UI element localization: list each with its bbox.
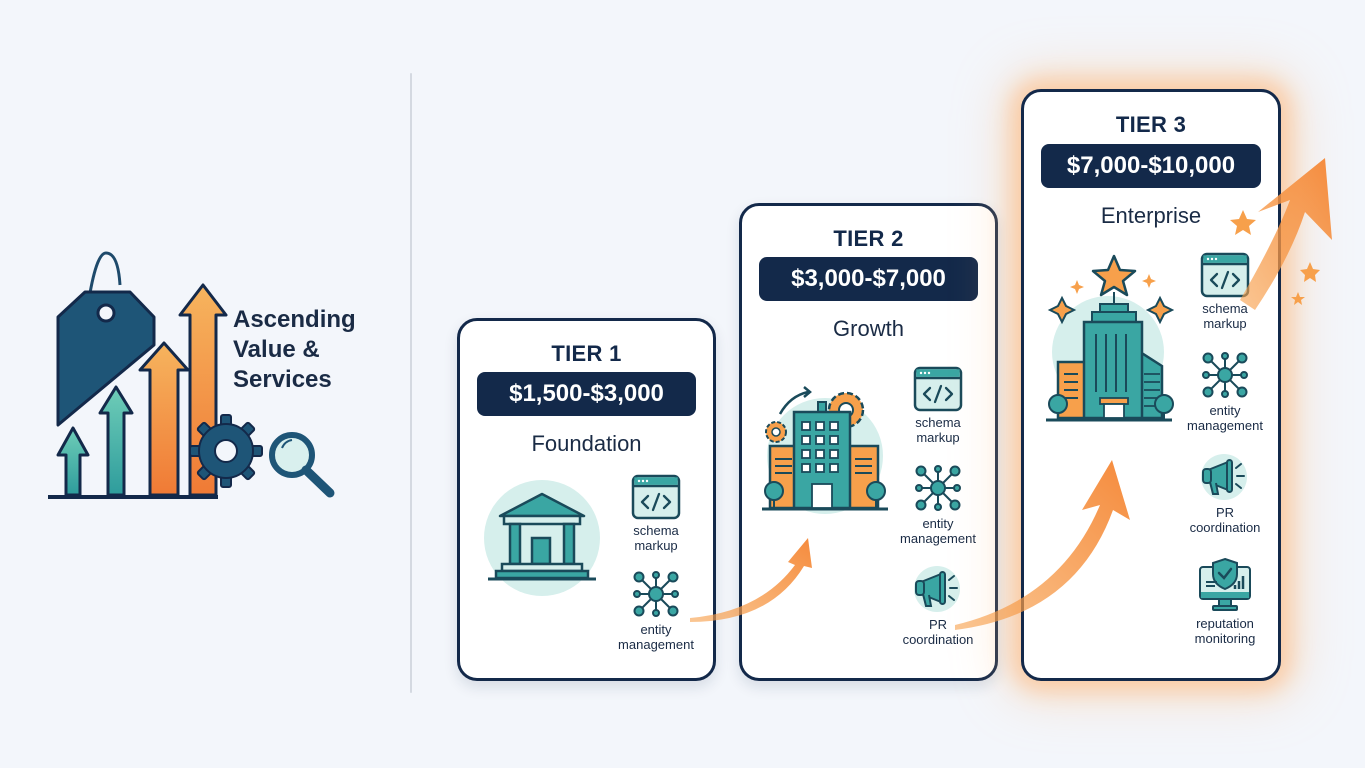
price-tag-icon	[56, 251, 156, 427]
shield-monitor-icon	[1197, 557, 1253, 613]
network-nodes-icon	[1200, 350, 1250, 400]
price-badge: $1,500-$3,000	[477, 372, 696, 416]
hero-title: Ascending Value & Services	[233, 305, 383, 395]
tier-name: Enterprise	[1100, 203, 1202, 228]
network-nodes-icon	[913, 463, 963, 513]
code-window-icon	[913, 366, 963, 412]
skyscraper-star-icon	[1046, 254, 1174, 422]
vertical-divider	[410, 73, 412, 693]
magnifier-icon	[269, 432, 335, 498]
price-badge: $7,000-$10,000	[1041, 144, 1261, 188]
ascending-value-illustration	[48, 251, 335, 499]
tier-name: Foundation	[531, 431, 642, 456]
megaphone-icon	[911, 564, 965, 614]
tier-label: TIER 3	[1115, 112, 1187, 137]
hero-graphic: Ascending Value & Services	[40, 245, 380, 510]
hero-title-line: Ascending	[233, 306, 356, 333]
code-window-icon	[631, 474, 681, 520]
network-nodes-icon	[631, 569, 681, 619]
tier-label: TIER 2	[833, 226, 904, 251]
tier-name: Growth	[833, 316, 904, 341]
megaphone-icon	[1198, 452, 1252, 502]
office-building-gears-icon	[762, 386, 888, 514]
hero-title-line: Services	[233, 366, 332, 393]
tier-label: TIER 1	[551, 341, 622, 366]
hero-title-line: Value &	[233, 336, 320, 363]
code-window-icon	[1200, 252, 1250, 298]
classical-building-icon	[484, 480, 600, 596]
gear-icon	[189, 414, 263, 488]
price-badge: $3,000-$7,000	[759, 257, 978, 301]
ascending-arrows-icon	[48, 283, 228, 499]
